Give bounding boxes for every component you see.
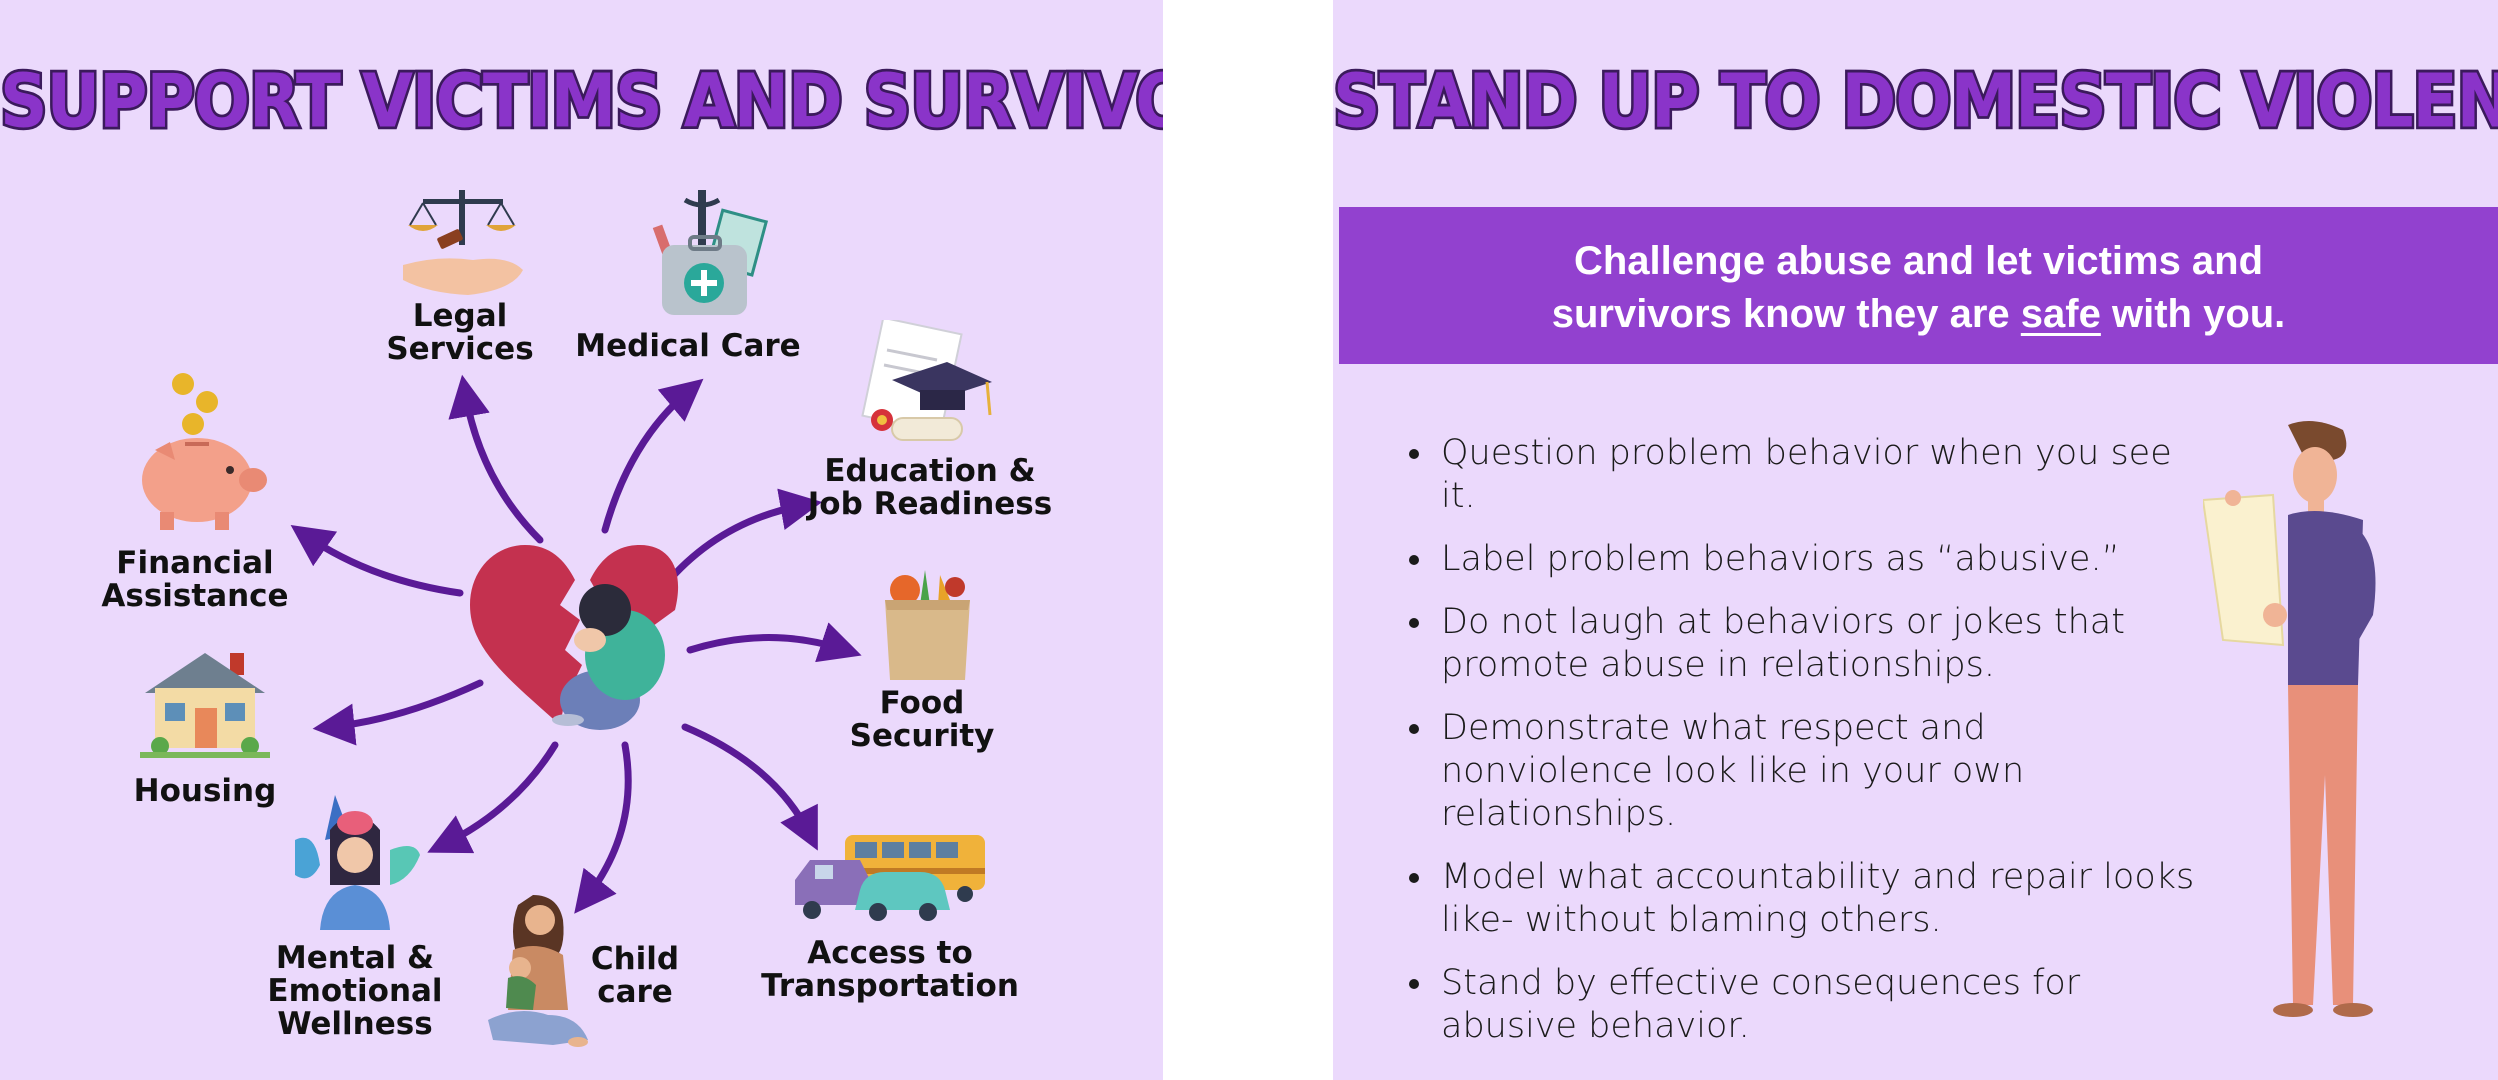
arrows-group — [290, 374, 862, 914]
mother-child-icon — [488, 895, 588, 1047]
vehicles-icon — [795, 835, 985, 921]
banner-emphasis: safe — [2020, 292, 2101, 336]
man-holding-paper-icon — [2203, 421, 2376, 1017]
label-childcare: Child care — [590, 941, 680, 1010]
right-panel: STAND UP TO DOMESTIC VIOLENCE Challenge … — [1333, 0, 2498, 1080]
label-legal-services: Legal Services — [386, 298, 534, 367]
arrow-education — [661, 488, 823, 589]
banner-line-2-end: with you. — [2100, 292, 2286, 336]
arrow-food — [686, 622, 862, 663]
label-transportation: Access to Transportation — [761, 935, 1019, 1004]
label-food-security: Food Security — [849, 685, 995, 754]
banner-line-2-start: survivors know they are — [1551, 292, 2021, 336]
arrow-medical — [601, 378, 704, 534]
left-title: SUPPORT VICTIMS AND SURVIVORS — [0, 55, 1163, 147]
list-item: Demonstrate what respect and nonviolence… — [1403, 707, 2203, 836]
list-item: Label problem behaviors as “abusive.” — [1403, 538, 2203, 581]
broken-heart-sad-person-icon — [470, 545, 679, 730]
arrow-transport — [681, 723, 818, 851]
medical-kit-icon — [652, 190, 769, 315]
arrow-financial — [290, 525, 464, 597]
graduation-cap-icon — [861, 320, 992, 441]
scales-of-justice-icon — [403, 190, 523, 295]
label-financial: Financial Assistance — [101, 545, 289, 614]
label-medical-care: Medical Care — [575, 328, 801, 364]
bullet-list: Question problem behavior when you see i… — [1403, 432, 2203, 1068]
list-item: Model what accountability and repair loo… — [1403, 856, 2203, 942]
arrow-legal — [448, 374, 544, 544]
left-panel: SUPPORT VICTIMS AND SURVIVORS — [0, 0, 1163, 1080]
label-education: Education & Job Readiness — [807, 453, 1053, 522]
grocery-bag-icon — [885, 570, 970, 680]
banner-line-1: Challenge abuse and let victims and — [1573, 239, 2264, 283]
woman-brain-icon — [295, 795, 420, 930]
callout-banner: Challenge abuse and let victims and surv… — [1339, 207, 2498, 364]
arrow-housing — [312, 679, 484, 746]
arrow-childcare — [574, 741, 632, 914]
piggy-bank-icon — [142, 373, 267, 530]
arrow-wellness — [427, 741, 559, 854]
label-wellness: Mental & Emotional Wellness — [267, 940, 443, 1042]
banner-line-2: survivors know they are safe with you. — [1339, 288, 2498, 340]
label-housing: Housing — [133, 773, 277, 809]
house-icon — [140, 653, 270, 758]
list-item: Stand by effective consequences for abus… — [1403, 962, 2203, 1048]
list-item: Question problem behavior when you see i… — [1403, 432, 2203, 518]
list-item: Do not laugh at behaviors or jokes that … — [1403, 601, 2203, 687]
right-title: STAND UP TO DOMESTIC VIOLENCE — [1333, 55, 2498, 147]
